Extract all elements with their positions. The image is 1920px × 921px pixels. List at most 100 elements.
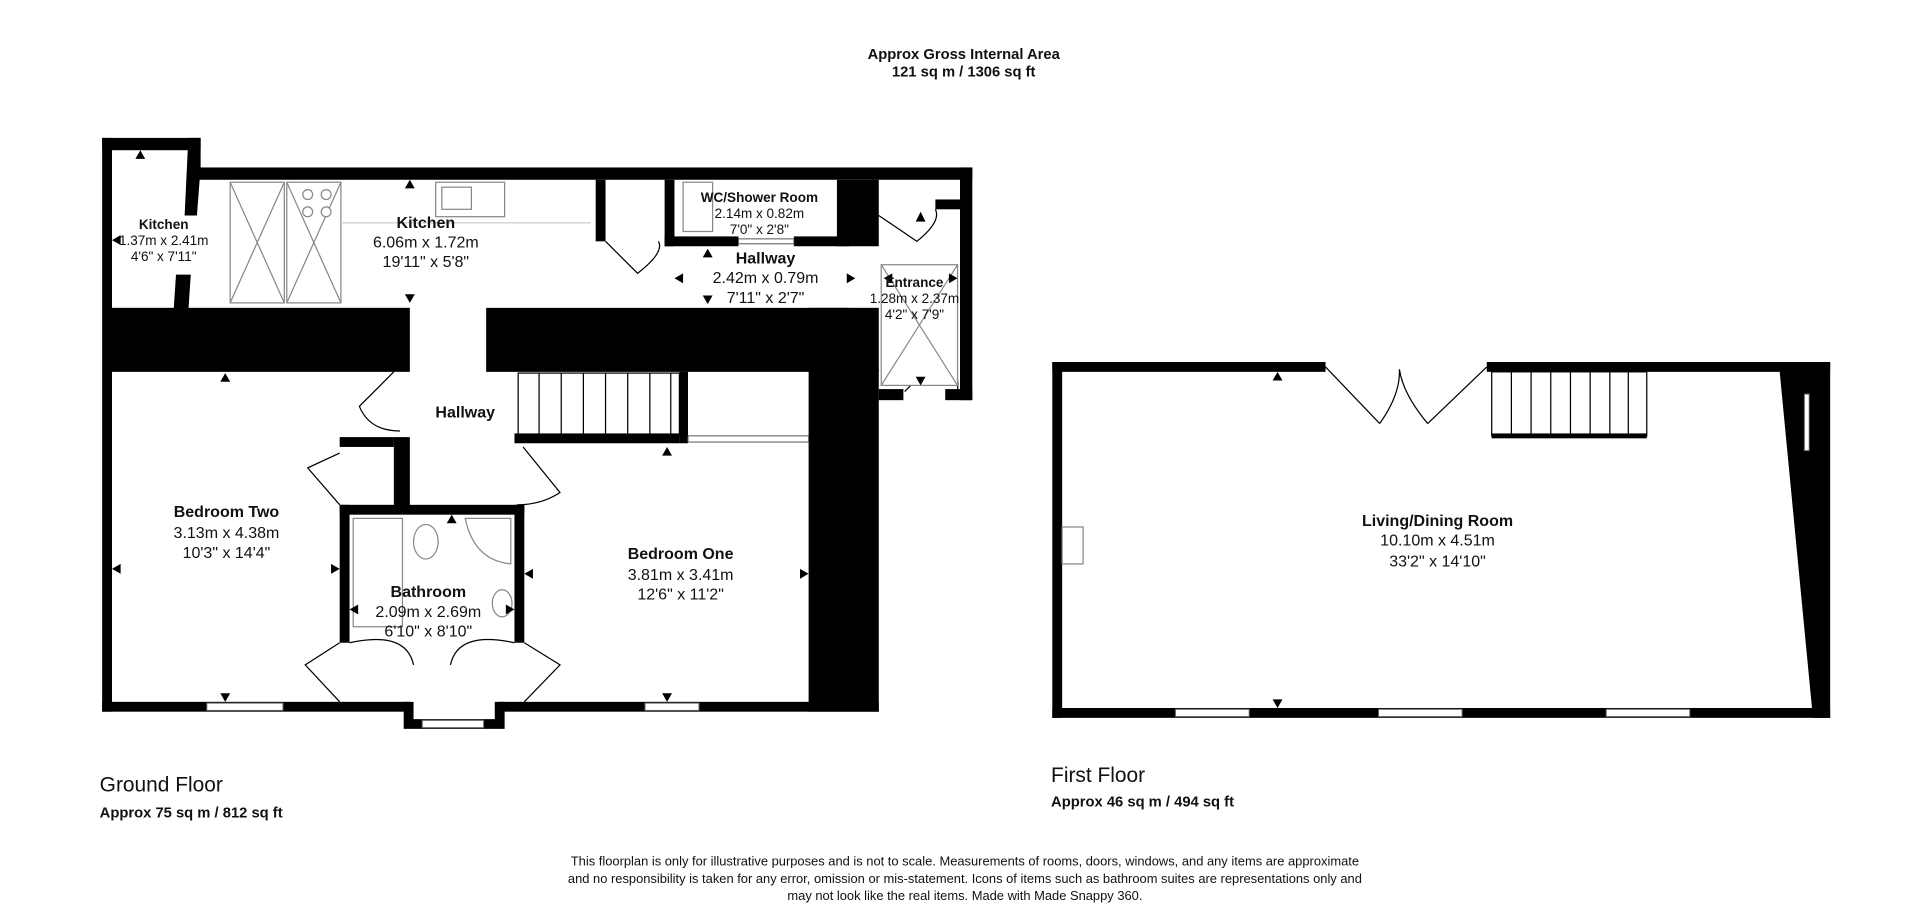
basin-icon: [491, 589, 513, 618]
wall: [1486, 361, 1831, 372]
room-entrance: Entrance 1.28m x 2.37m 4'2" x 7'9": [870, 275, 959, 322]
door: [516, 446, 561, 506]
room-metric: 1.28m x 2.37m: [870, 291, 959, 306]
door: [358, 371, 401, 432]
room-name: Hallway: [435, 404, 495, 421]
room-hallway: Hallway: [435, 404, 495, 421]
door: [523, 642, 561, 703]
room-name: WC/Shower Room: [701, 190, 818, 205]
wall: [1779, 361, 1831, 718]
door: [349, 638, 415, 666]
room-bedroom-one: Bedroom One 3.81m x 3.41m 12'6" x 11'2": [628, 546, 734, 604]
room-metric: 1.37m x 2.41m: [119, 233, 208, 248]
measurement-arrows: [1272, 371, 1283, 708]
room-name: Entrance: [886, 275, 944, 290]
room-name: Hallway: [736, 250, 796, 267]
fireplace-icon: [1061, 526, 1084, 565]
wall: [486, 307, 879, 372]
disclaimer-line: This floorplan is only for illustrative …: [571, 854, 1359, 869]
wall: [679, 371, 688, 444]
wall: [514, 433, 680, 444]
wall: [878, 389, 904, 401]
sliding-door: [687, 435, 810, 443]
door: [605, 240, 661, 275]
wall: [102, 137, 201, 151]
door: [878, 209, 938, 243]
gross-area-value: 121 sq m / 1306 sq ft: [892, 64, 1036, 80]
wall: [188, 167, 973, 180]
room-kitchen: Kitchen 6.06m x 1.72m 19'11" x 5'8": [373, 215, 479, 271]
room-hallway-upper: Hallway 2.42m x 0.79m 7'11" x 2'7": [713, 250, 819, 306]
wall: [836, 179, 879, 247]
door: [306, 452, 341, 506]
door: [1325, 366, 1381, 424]
room-metric: 10.10m x 4.51m: [1380, 532, 1495, 549]
room-name: Bathroom: [391, 584, 467, 601]
disclaimer-line: may not look like the real items. Made w…: [787, 888, 1142, 903]
window: [644, 702, 700, 711]
wall: [945, 389, 973, 401]
room-imperial: 6'10" x 8'10": [384, 624, 472, 641]
room-imperial: 4'6" x 7'11": [131, 249, 197, 264]
wall: [960, 167, 973, 401]
window: [206, 702, 284, 711]
room-metric: 2.14m x 0.82m: [715, 206, 804, 221]
toilet-icon: [412, 523, 439, 560]
bath-icon: [352, 517, 404, 628]
disclaimer-line: and no responsibility is taken for any e…: [568, 871, 1362, 886]
gross-area-title: Approx Gross Internal Area: [868, 47, 1061, 63]
room-metric: 2.09m x 2.69m: [375, 604, 481, 621]
door: [304, 642, 341, 703]
window: [1605, 708, 1691, 718]
window: [1174, 708, 1250, 718]
room-imperial: 12'6" x 11'2": [637, 587, 724, 604]
wall: [793, 236, 850, 247]
room-bathroom: Bathroom 2.09m x 2.69m 6'10" x 8'10": [375, 584, 481, 640]
wall: [935, 199, 960, 210]
room-imperial: 7'0" x 2'8": [730, 222, 789, 237]
room-imperial: 33'2" x 14'10": [1389, 553, 1486, 570]
wall: [514, 504, 525, 643]
room-imperial: 19'11" x 5'8": [383, 254, 470, 271]
wall: [102, 137, 112, 712]
wall: [1052, 361, 1063, 718]
room-metric: 3.13m x 4.38m: [174, 525, 280, 542]
room-bedroom-two: Bedroom Two 3.13m x 4.38m 10'3" x 14'4": [174, 504, 280, 562]
stairs: [1491, 371, 1648, 437]
shower-tray-icon: [464, 517, 512, 565]
room-metric: 6.06m x 1.72m: [373, 234, 479, 251]
room-name: Kitchen: [397, 215, 456, 232]
window: [421, 719, 485, 729]
ground-floor-area: Approx 75 sq m / 812 sq ft: [100, 806, 283, 822]
wall: [112, 307, 410, 372]
measurement-arrows: [112, 150, 958, 702]
wall: [664, 179, 675, 247]
stairs: [517, 372, 680, 436]
window: [1377, 708, 1463, 718]
room-metric: 2.42m x 0.79m: [713, 270, 819, 287]
room-wc-shower: WC/Shower Room 2.14m x 0.82m 7'0" x 2'8": [701, 190, 818, 237]
room-kitchen-small: Kitchen 1.37m x 2.41m 4'6" x 7'11": [119, 217, 208, 264]
wall: [664, 236, 739, 247]
room-name: Living/Dining Room: [1362, 513, 1513, 530]
wall: [595, 179, 606, 242]
kitchen-units: [229, 181, 591, 304]
first-floor-label: First Floor: [1051, 764, 1145, 787]
wall: [1052, 361, 1326, 372]
room-imperial: 10'3" x 14'4": [183, 545, 271, 562]
wall: [808, 307, 879, 712]
ground-floor-label: Ground Floor: [100, 774, 223, 797]
room-name: Bedroom Two: [174, 504, 280, 521]
window: [1803, 393, 1810, 452]
room-name: Kitchen: [139, 217, 189, 232]
door: [1427, 366, 1488, 425]
wall: [339, 504, 525, 515]
wall: [339, 437, 394, 447]
wall: [1491, 433, 1647, 439]
sliding-door: [737, 238, 795, 245]
wall: [393, 437, 410, 509]
wall: [339, 504, 350, 643]
first-floor-area: Approx 46 sq m / 494 sq ft: [1051, 794, 1234, 810]
room-metric: 3.81m x 3.41m: [628, 567, 734, 584]
